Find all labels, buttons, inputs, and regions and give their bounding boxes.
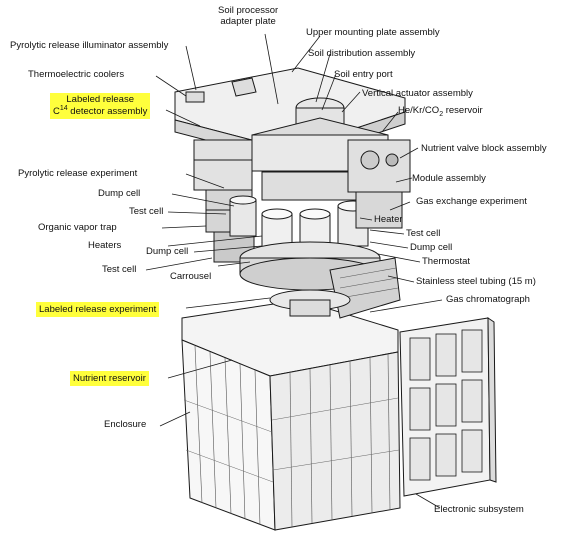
label-reservoir-gas: He/Kr/CO (398, 105, 440, 116)
label-nutrient-valve-block: Nutrient valve block assembly (421, 143, 547, 154)
label-pyrolytic-illuminator: Pyrolytic release illuminator assembly (10, 40, 169, 51)
label-carrousel: Carrousel (170, 271, 212, 282)
label-soil-processor: Soil processor adapter plate (218, 5, 278, 27)
label-test-cell-bottom: Test cell (102, 264, 137, 275)
carrousel-drawing (239, 241, 401, 319)
electronic-subsystem-drawing (399, 317, 497, 497)
label-module-assembly: Module assembly (412, 173, 486, 184)
label-gas-exchange-experiment: Gas exchange experiment (416, 196, 527, 207)
label-enclosure: Enclosure (104, 419, 147, 430)
label-heaters: Heaters (88, 240, 122, 251)
label-detector-line1: Labeled release (66, 94, 134, 105)
label-dump-cell-left: Dump cell (98, 188, 141, 199)
label-upper-mounting-plate: Upper mounting plate assembly (306, 27, 440, 38)
label-detector-line2: C14 detector assembly (53, 104, 148, 118)
label-vertical-actuator: Vertical actuator assembly (362, 88, 473, 99)
label-detector-superscript: 14 (59, 104, 68, 112)
label-soil-processor-line1: Soil processor (218, 5, 279, 16)
label-detector-rest: detector assembly (67, 106, 148, 117)
label-he-kr-co2-reservoir: He/Kr/CO2 reservoir (398, 105, 483, 120)
label-nutrient-reservoir: Nutrient reservoir (70, 371, 149, 386)
label-thermostat: Thermostat (422, 256, 471, 267)
label-soil-processor-line2: adapter plate (220, 16, 276, 27)
label-reservoir-subscript: 2 (439, 110, 444, 118)
label-heater: Heater (374, 214, 403, 225)
label-labeled-release-experiment: Labeled release experiment (36, 302, 160, 317)
leader-lines (145, 33, 443, 509)
label-thermoelectric-coolers: Thermoelectric coolers (28, 69, 125, 80)
enclosure-drawing (181, 299, 401, 531)
label-test-cell-right: Test cell (406, 228, 441, 239)
label-reservoir-word: reservoir (443, 105, 483, 116)
label-soil-distribution: Soil distribution assembly (308, 48, 416, 59)
label-pyrolytic-release-experiment: Pyrolytic release experiment (18, 168, 138, 179)
label-electronic-subsystem: Electronic subsystem (434, 504, 524, 515)
label-organic-vapor-trap: Organic vapor trap (38, 222, 117, 233)
label-gas-chromatograph: Gas chromatograph (446, 294, 530, 305)
label-detector-c: C (53, 106, 60, 117)
label-stainless-steel-tubing: Stainless steel tubing (15 m) (416, 276, 536, 287)
label-dump-cell-right: Dump cell (410, 242, 453, 253)
gas-exchange-module-drawing (347, 139, 411, 229)
label-labeled-release-detector: Labeled release C14 detector assembly (50, 93, 151, 119)
label-soil-entry-port: Soil entry port (334, 69, 393, 80)
label-test-cell-left: Test cell (129, 206, 164, 217)
label-dump-cell-mid: Dump cell (146, 246, 189, 257)
